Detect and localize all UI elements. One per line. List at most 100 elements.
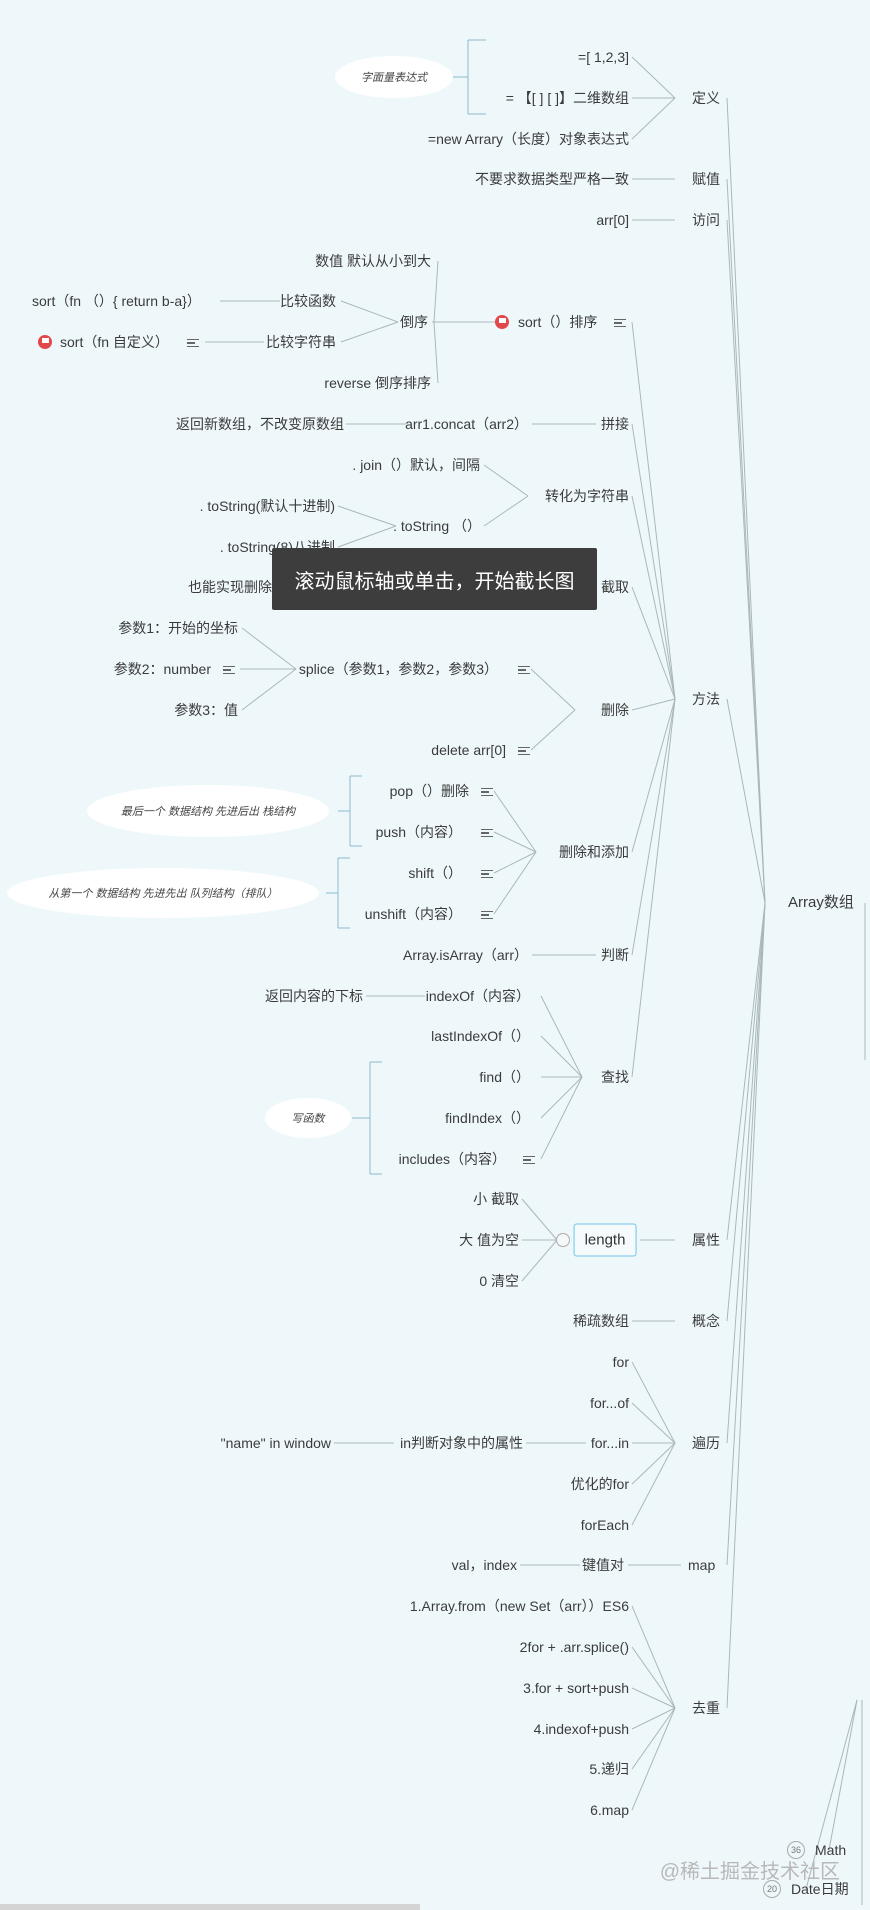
node-forin-example[interactable]: "name" in window	[220, 1435, 331, 1451]
node-tostring-dec[interactable]: . toString(默认十进制)	[199, 498, 335, 514]
node-tostring-label[interactable]: 转化为字符串	[545, 488, 629, 504]
node-optfor[interactable]: 优化的for	[570, 1476, 629, 1492]
connector-line	[631, 1646, 676, 1709]
node-compare-fn-code[interactable]: sort（fn （）{ return b-a}）	[32, 293, 201, 309]
node-slice-label[interactable]: 截取	[601, 579, 629, 595]
node-sort[interactable]: sort（）排序	[518, 314, 598, 330]
node-access-text[interactable]: arr[0]	[596, 212, 629, 228]
note-icon	[481, 786, 493, 797]
node-literal[interactable]: =[ 1,2,3]	[578, 49, 629, 65]
node-traverse[interactable]: 遍历	[692, 1435, 720, 1451]
node-compare-fn[interactable]: 比较函数	[280, 293, 336, 309]
node-assign-text[interactable]: 不要求数据类型严格一致	[475, 171, 629, 187]
node-length[interactable]: length	[573, 1223, 637, 1257]
node-find[interactable]: find（）	[479, 1069, 530, 1085]
note-icon	[518, 745, 530, 756]
node-length-big[interactable]: 大 值为空	[459, 1232, 519, 1248]
node-indexof[interactable]: indexOf（内容）	[425, 988, 530, 1004]
connector-line	[340, 321, 399, 343]
node-concat-note[interactable]: 返回新数组，不改变原数组	[176, 416, 344, 432]
connector-line	[631, 495, 676, 700]
node-forof[interactable]: for...of	[590, 1395, 629, 1411]
node-math[interactable]: Math	[815, 1842, 847, 1858]
connector-line	[433, 260, 439, 323]
node-length-small[interactable]: 小 截取	[473, 1191, 519, 1207]
root-node[interactable]: Array数组	[788, 894, 854, 911]
node-includes[interactable]: includes（内容）	[398, 1151, 506, 1167]
node-methods[interactable]: 方法	[692, 691, 720, 707]
node-sort-numeric[interactable]: 数值 默认从小到大	[315, 253, 431, 269]
connector-line	[726, 902, 766, 1444]
node-find-label[interactable]: 查找	[601, 1069, 629, 1085]
node-judge-label[interactable]: 判断	[601, 947, 629, 963]
node-lastindexof[interactable]: lastIndexOf（）	[431, 1028, 530, 1044]
connector-line	[631, 1707, 676, 1770]
node-definition[interactable]: 定义	[692, 90, 720, 106]
node-sparse[interactable]: 稀疏数组	[573, 1313, 629, 1329]
node-property[interactable]: 属性	[692, 1232, 720, 1248]
node-access[interactable]: 访问	[692, 212, 720, 228]
node-splice-p1[interactable]: 参数1：开始的坐标	[118, 620, 238, 636]
node-length-zero[interactable]: 0 清空	[479, 1273, 519, 1289]
node-map[interactable]: map	[688, 1557, 716, 1573]
node-push[interactable]: push（内容）	[375, 824, 462, 840]
node-findindex[interactable]: findIndex（）	[445, 1110, 530, 1126]
node-2d-array[interactable]: = 【[ ] [ ]】二维数组	[505, 90, 629, 106]
connector-line	[631, 586, 676, 700]
screenshot-hint-overlay[interactable]: 滚动鼠标轴或单击，开始截长图	[272, 548, 597, 610]
connector-line	[540, 1076, 583, 1119]
note-icon	[518, 664, 530, 675]
node-concat-method[interactable]: arr1.concat（arr2）	[405, 416, 528, 432]
bubble-queue: 从第一个 数据结构 先进先出 队列结构（排队）	[7, 868, 319, 918]
node-assign[interactable]: 赋值	[692, 171, 720, 187]
node-date[interactable]: Date日期	[791, 1881, 849, 1897]
node-dedupe[interactable]: 去重	[692, 1700, 720, 1716]
node-splice[interactable]: splice（参数1，参数2，参数3）	[298, 661, 498, 677]
node-dedupe-1[interactable]: 1.Array.from（new Set（arr））ES6	[409, 1598, 629, 1614]
node-dedupe-6[interactable]: 6.map	[590, 1802, 629, 1818]
node-delete-arr[interactable]: delete arr[0]	[431, 742, 506, 758]
node-indexof-note[interactable]: 返回内容的下标	[265, 988, 363, 1004]
node-dedupe-5[interactable]: 5.递归	[589, 1761, 629, 1777]
horizontal-scrollbar[interactable]	[0, 1904, 420, 1910]
connector-line	[337, 505, 397, 527]
node-compare-str[interactable]: 比较字符串	[266, 334, 336, 350]
collapse-toggle[interactable]	[556, 1233, 570, 1247]
node-pop[interactable]: pop（）删除	[389, 783, 469, 799]
node-dedupe-3[interactable]: 3.for + sort+push	[523, 1680, 629, 1696]
node-concept[interactable]: 概念	[692, 1313, 720, 1329]
node-splice-p2[interactable]: 参数2：number	[113, 661, 211, 677]
connector-line	[631, 1402, 676, 1444]
node-forin[interactable]: for...in	[590, 1435, 629, 1451]
node-for[interactable]: for	[612, 1354, 629, 1370]
node-kv[interactable]: 键值对	[582, 1557, 624, 1573]
node-splice-p3[interactable]: 参数3：值	[174, 702, 238, 718]
connector-line	[631, 698, 676, 853]
node-delete-label[interactable]: 删除	[601, 702, 629, 718]
node-shift[interactable]: shift（）	[408, 865, 462, 881]
node-foreach[interactable]: forEach	[580, 1517, 629, 1533]
node-dedupe-4[interactable]: 4.indexof+push	[533, 1721, 629, 1737]
connector-line	[631, 423, 676, 700]
node-kv-text[interactable]: val，index	[451, 1557, 517, 1573]
node-isarray[interactable]: Array.isArray（arr）	[403, 947, 528, 963]
connector-line	[540, 1076, 583, 1160]
node-unshift[interactable]: unshift（内容）	[364, 906, 462, 922]
node-tostring[interactable]: . toString （）	[393, 518, 481, 534]
connector-line	[433, 321, 439, 384]
node-dedupe-2[interactable]: 2for + .arr.splice()	[519, 1639, 629, 1655]
connector-line	[340, 300, 399, 323]
connector-line	[631, 1442, 676, 1526]
node-sort-custom[interactable]: sort（fn 自定义）	[60, 334, 169, 350]
node-reverse[interactable]: reverse 倒序排序	[324, 375, 431, 391]
node-slice-note[interactable]: 也能实现删除	[188, 579, 272, 595]
node-object-expr[interactable]: =new Arrary（长度）对象表达式	[427, 131, 629, 147]
node-concat-label[interactable]: 拼接	[601, 416, 629, 432]
node-join[interactable]: . join（）默认，间隔	[352, 457, 480, 473]
node-forin-note[interactable]: in判断对象中的属性	[400, 1435, 523, 1451]
node-sort-reverse-order[interactable]: 倒序	[400, 314, 428, 330]
node-addremove-label[interactable]: 删除和添加	[559, 844, 629, 860]
connector-line	[631, 1442, 676, 1485]
connector-line	[493, 790, 537, 853]
